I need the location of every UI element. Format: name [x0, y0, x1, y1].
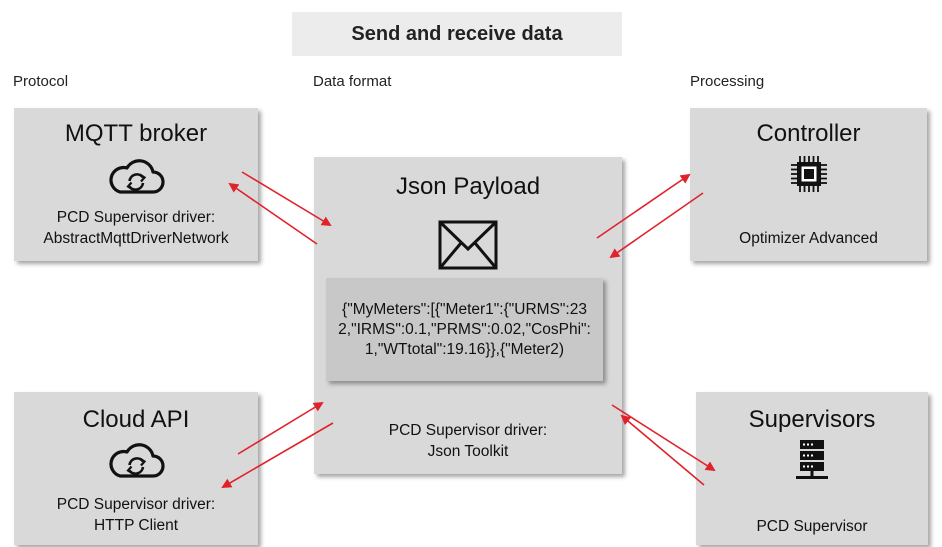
server-icon	[794, 438, 830, 487]
json-driver-line-1: PCD Supervisor driver:	[388, 422, 548, 439]
mqtt-driver-line-1: PCD Supervisor driver:	[56, 209, 216, 226]
cloud-api-driver-line-1: PCD Supervisor driver:	[56, 496, 216, 513]
json-payload-box: Json Payload {"MyMeters":[{"Meter1":{"UR…	[314, 157, 622, 474]
cloud-api-box: Cloud API PCD Supervisor driver: HTTP Cl…	[14, 392, 258, 545]
controller-heading: Controller	[756, 120, 861, 147]
mqtt-driver-line-2: AbstractMqttDriverNetwork	[43, 230, 229, 247]
supervisors-box: Supervisors PCD Supervisor	[696, 392, 928, 545]
column-label-processing: Processing	[690, 73, 765, 90]
json-driver-line-2: Json Toolkit	[427, 443, 509, 460]
chip-icon	[789, 154, 829, 199]
mqtt-broker-heading: MQTT broker	[64, 120, 208, 147]
mqtt-broker-box: MQTT broker PCD Supervisor driver: Abstr…	[14, 108, 258, 261]
envelope-icon	[437, 219, 499, 276]
json-payload-heading: Json Payload	[395, 173, 541, 200]
column-label-protocol: Protocol	[13, 73, 69, 90]
cloud-sync-icon	[106, 439, 166, 486]
controller-caption: Optimizer Advanced	[739, 230, 878, 247]
cloud-api-driver-line-2: HTTP Client	[93, 517, 179, 534]
cloud-sync-icon	[106, 155, 166, 202]
supervisors-caption: PCD Supervisor	[756, 518, 868, 535]
column-label-data-format: Data format	[313, 73, 392, 90]
arrow-supervisors-to-payload	[620, 414, 705, 486]
controller-box: Controller Optimizer Advanced	[690, 108, 927, 261]
diagram-title: Send and receive data	[292, 12, 622, 56]
cloud-api-heading: Cloud API	[82, 406, 190, 433]
json-sample: {"MyMeters":[{"Meter1":{"URMS":232,"IRMS…	[326, 278, 603, 381]
supervisors-heading: Supervisors	[748, 406, 876, 433]
